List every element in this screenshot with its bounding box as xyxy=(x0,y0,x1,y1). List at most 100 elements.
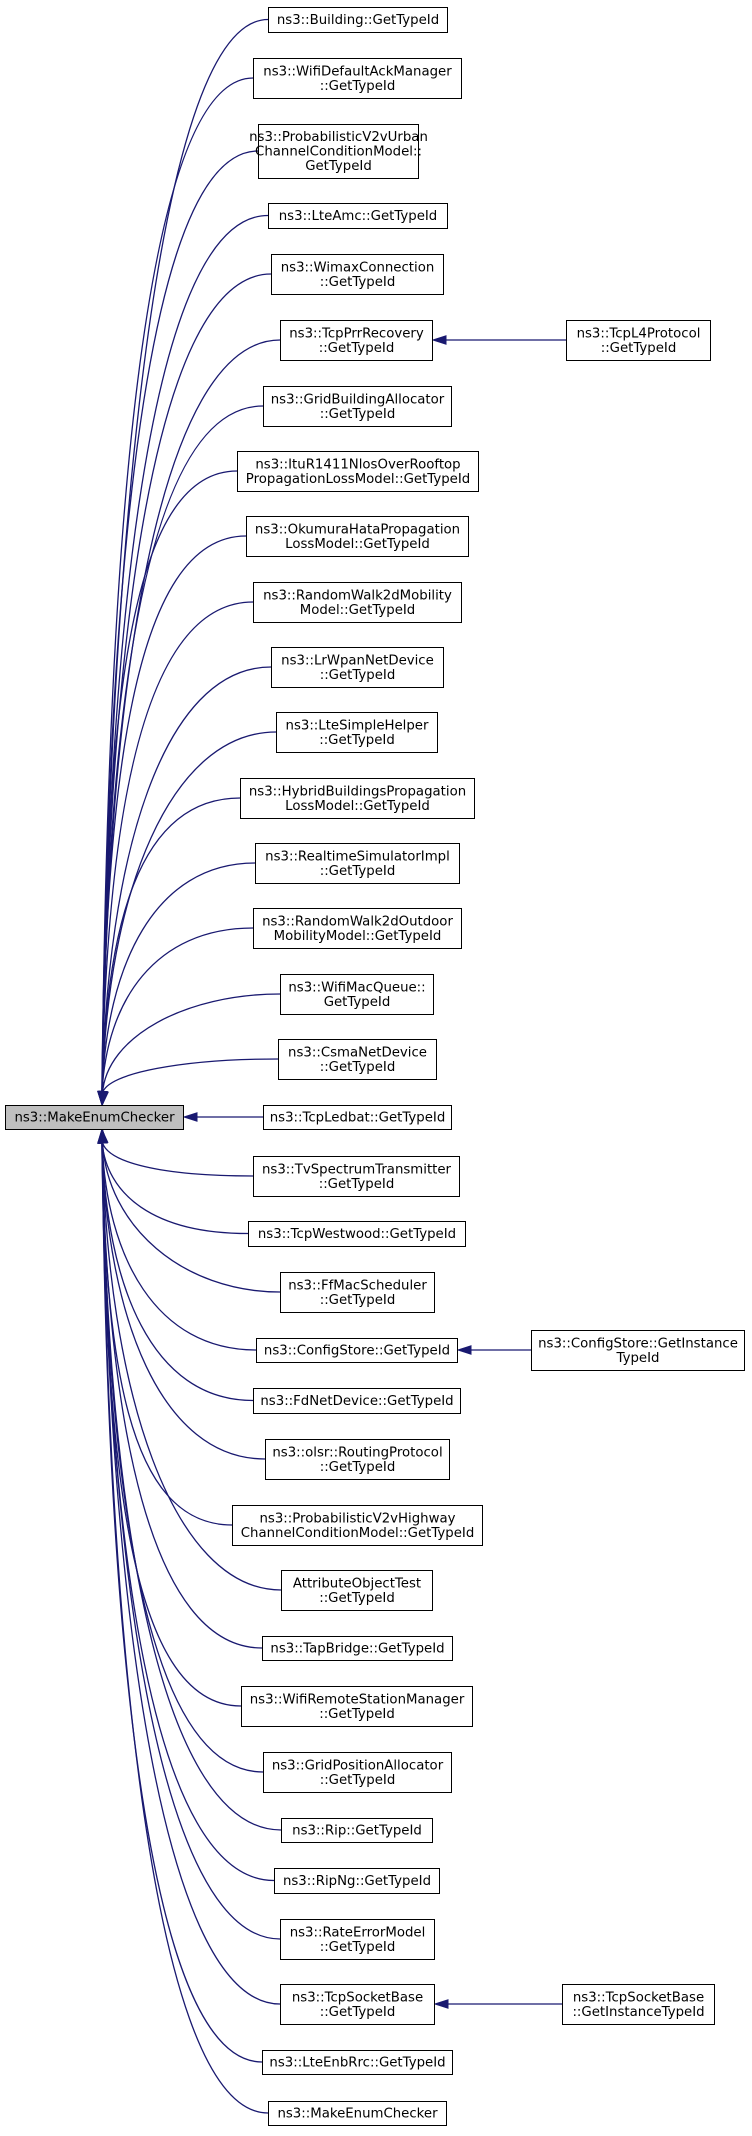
graph-node[interactable]: ns3::TcpWestwood::GetTypeId xyxy=(248,1221,466,1247)
graph-node[interactable]: ns3::TcpL4Protocol::GetTypeId xyxy=(566,320,711,361)
node-box xyxy=(253,582,462,623)
node-box xyxy=(280,1984,435,2025)
arrow-head xyxy=(433,1999,449,2009)
arrow-head xyxy=(97,1128,108,1144)
node-label: ns3::LteEnbRrc::GetTypeId xyxy=(269,2056,445,2071)
node-label: ::GetTypeId xyxy=(319,1591,395,1606)
node-label: ns3::CsmaNetDevice xyxy=(288,1045,427,1060)
node-label: ::GetTypeId xyxy=(319,733,395,748)
graph-node[interactable]: ns3::GridBuildingAllocator::GetTypeId xyxy=(263,386,452,427)
graph-node[interactable]: ns3::OkumuraHataPropagationLossModel::Ge… xyxy=(246,516,469,557)
node-label: ns3::RandomWalk2dMobility xyxy=(263,588,452,603)
node-label: ::GetTypeId xyxy=(320,407,396,422)
call-edge xyxy=(101,1140,263,2063)
node-label: ns3::TcpLedbat::GetTypeId xyxy=(270,1111,446,1126)
graph-node[interactable]: ns3::ConfigStore::GetTypeId xyxy=(256,1338,458,1363)
node-label: ns3::TcpWestwood::GetTypeId xyxy=(258,1227,456,1242)
graph-node[interactable]: ns3::FdNetDevice::GetTypeId xyxy=(253,1388,461,1414)
graph-node[interactable]: ns3::Building::GetTypeId xyxy=(268,7,448,33)
call-edge xyxy=(101,1058,279,1094)
node-label: GetTypeId xyxy=(324,995,391,1010)
node-label: ::GetTypeId xyxy=(319,1177,395,1192)
graph-node[interactable]: ns3::TcpPrrRecovery::GetTypeId xyxy=(280,320,433,361)
node-label: ::GetTypeId xyxy=(320,1060,396,1075)
node-label: ::GetTypeId xyxy=(320,1293,396,1308)
node-label: ns3::HybridBuildingsPropagation xyxy=(249,784,466,799)
call-edge xyxy=(101,1140,263,1649)
graph-node[interactable]: ns3::LteEnbRrc::GetTypeId xyxy=(262,2050,453,2075)
root-node[interactable]: ns3::MakeEnumChecker xyxy=(5,1105,184,1130)
graph-node[interactable]: ns3::FfMacScheduler::GetTypeId xyxy=(280,1272,435,1313)
node-box xyxy=(253,908,462,949)
node-box xyxy=(280,974,434,1015)
graph-node[interactable]: ns3::HybridBuildingsPropagationLossModel… xyxy=(240,778,475,819)
graph-node[interactable]: ns3::RateErrorModel::GetTypeId xyxy=(280,1919,435,1960)
graph-node[interactable]: ns3::WimaxConnection::GetTypeId xyxy=(271,254,444,295)
node-label: Model::GetTypeId xyxy=(300,603,415,618)
graph-node[interactable]: ns3::TcpSocketBase::GetInstanceTypeId xyxy=(562,1984,715,2025)
graph-node[interactable]: ns3::ConfigStore::GetInstanceTypeId xyxy=(531,1330,745,1371)
node-label: ns3::ProbabilisticV2vUrban xyxy=(249,130,428,145)
node-label: ::GetTypeId xyxy=(320,1940,396,1955)
graph-node[interactable]: ns3::TvSpectrumTransmitter::GetTypeId xyxy=(253,1156,460,1197)
node-label: ::GetTypeId xyxy=(320,79,396,94)
node-label: ns3::TvSpectrumTransmitter xyxy=(262,1162,452,1177)
graph-node[interactable]: ns3::Rip::GetTypeId xyxy=(281,1818,433,1843)
node-box xyxy=(274,1868,440,1894)
node-label: ::GetTypeId xyxy=(319,341,395,356)
node-label: LossModel::GetTypeId xyxy=(285,537,430,552)
call-edge xyxy=(101,731,277,1094)
graph-node[interactable]: ns3::GridPositionAllocator::GetTypeId xyxy=(263,1752,452,1793)
graph-node[interactable]: ns3::WifiMacQueue::GetTypeId xyxy=(280,974,434,1015)
node-box xyxy=(268,7,448,33)
graph-node[interactable]: ns3::LteAmc::GetTypeId xyxy=(268,203,448,229)
graph-node[interactable]: ns3::olsr::RoutingProtocol::GetTypeId xyxy=(265,1439,450,1480)
node-box xyxy=(262,1636,453,1661)
graph-node[interactable]: ns3::TapBridge::GetTypeId xyxy=(262,1636,453,1661)
graph-node[interactable]: ns3::ProbabilisticV2vUrbanChannelConditi… xyxy=(249,124,428,179)
call-edge xyxy=(101,797,241,1094)
node-label: ns3::WifiRemoteStationManager xyxy=(250,1692,465,1707)
graph-node[interactable]: ns3::LrWpanNetDevice::GetTypeId xyxy=(271,647,444,688)
node-box xyxy=(5,1105,184,1130)
graph-node[interactable]: ns3::RealtimeSimulatorImpl::GetTypeId xyxy=(255,843,460,884)
call-edge xyxy=(101,862,256,1094)
node-label: TypeId xyxy=(616,1351,660,1366)
node-label: ns3::LrWpanNetDevice xyxy=(281,653,434,668)
node-label: ::GetTypeId xyxy=(601,341,677,356)
call-edge xyxy=(101,1140,282,1591)
graph-node[interactable]: ns3::RandomWalk2dOutdoorMobilityModel::G… xyxy=(253,908,462,949)
node-label: ns3::Rip::GetTypeId xyxy=(292,1824,422,1839)
graph-node[interactable]: ns3::CsmaNetDevice::GetTypeId xyxy=(278,1039,437,1080)
call-edge xyxy=(101,405,264,1094)
node-box xyxy=(268,2101,447,2126)
call-graph-edges xyxy=(97,18,566,2114)
node-label: ns3::WifiMacQueue:: xyxy=(288,980,425,995)
graph-node[interactable]: ns3::TcpSocketBase::GetTypeId xyxy=(280,1984,435,2025)
node-box xyxy=(255,843,460,884)
node-label: ::GetTypeId xyxy=(319,1707,395,1722)
arrow-head xyxy=(99,1090,109,1107)
graph-node[interactable]: ns3::WifiRemoteStationManager::GetTypeId xyxy=(241,1686,473,1727)
call-edge xyxy=(101,1140,281,2005)
graph-node[interactable]: ns3::LteSimpleHelper::GetTypeId xyxy=(276,712,438,753)
graph-node[interactable]: ns3::ProbabilisticV2vHighwayChannelCondi… xyxy=(232,1505,483,1546)
graph-node[interactable]: ns3::ItuR1411NlosOverRooftopPropagationL… xyxy=(237,451,479,492)
arrow-head xyxy=(431,335,447,345)
node-box xyxy=(263,1105,452,1130)
node-box xyxy=(253,58,462,99)
graph-node[interactable]: ns3::TcpLedbat::GetTypeId xyxy=(263,1105,452,1130)
graph-node[interactable]: AttributeObjectTest::GetTypeId xyxy=(281,1570,433,1611)
node-box xyxy=(248,1221,466,1247)
call-edge xyxy=(101,1140,269,2114)
graph-node[interactable]: ns3::MakeEnumChecker xyxy=(268,2101,447,2126)
node-label: ns3::ProbabilisticV2vHighway xyxy=(259,1511,455,1526)
graph-node[interactable]: ns3::WifiDefaultAckManager::GetTypeId xyxy=(253,58,462,99)
node-label: ns3::RealtimeSimulatorImpl xyxy=(265,849,450,864)
node-label: ::GetTypeId xyxy=(320,275,396,290)
graph-node[interactable]: ns3::RipNg::GetTypeId xyxy=(274,1868,440,1894)
graph-node[interactable]: ns3::RandomWalk2dMobilityModel::GetTypeI… xyxy=(253,582,462,623)
node-label: ::GetTypeId xyxy=(320,668,396,683)
arrow-head xyxy=(456,1345,472,1355)
